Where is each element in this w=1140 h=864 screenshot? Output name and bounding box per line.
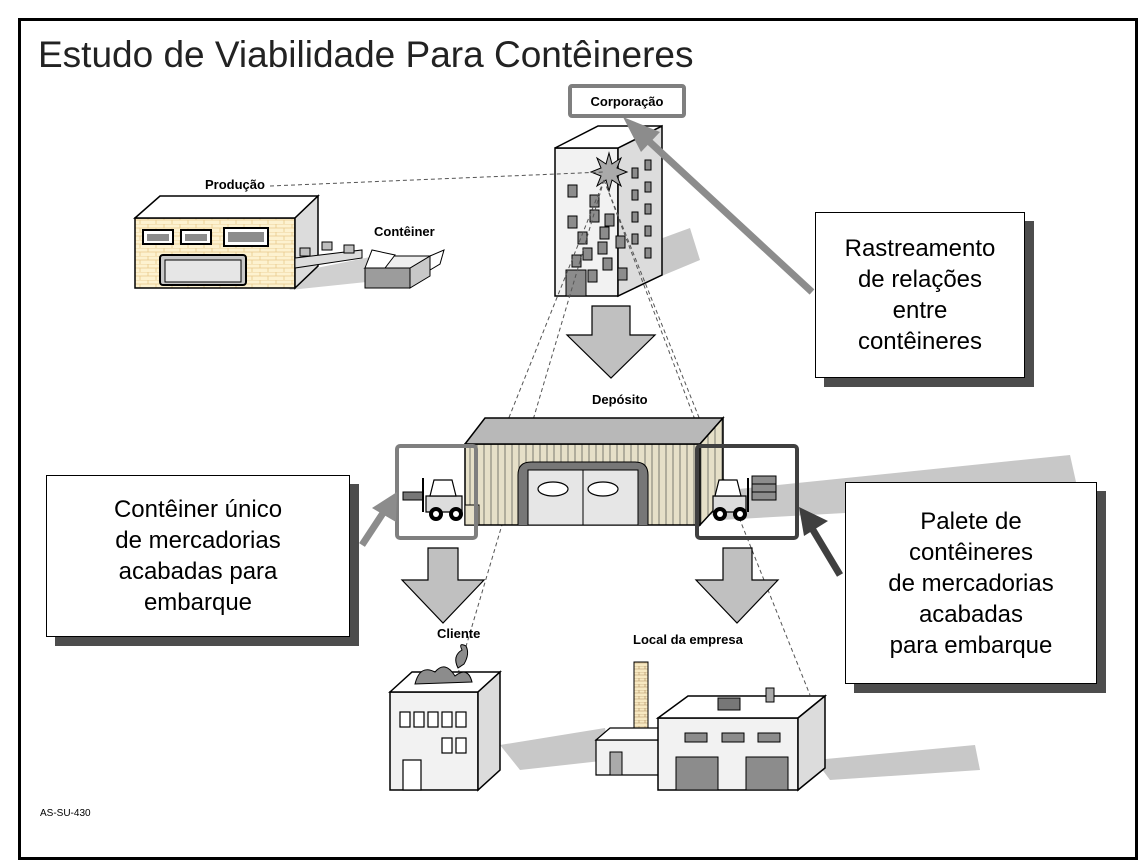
pointer-arrow-icon xyxy=(799,507,844,577)
flow-arrow-down-icon xyxy=(694,547,780,624)
warehouse-icon xyxy=(463,416,725,527)
container-label: Contêiner xyxy=(374,224,435,239)
single-container-callout-text: Contêiner único de mercadorias acabadas … xyxy=(113,496,283,616)
client-label: Cliente xyxy=(437,626,481,641)
forklift-pallet-icon xyxy=(712,475,777,521)
corporation-label-text: Corporação xyxy=(590,93,664,109)
tracking-callout-text: Rastreamento de relações entre contêiner… xyxy=(844,235,996,355)
pointer-arrow-icon xyxy=(359,492,397,547)
flow-arrow-down-icon xyxy=(565,305,657,379)
warehouse-label: Depósito xyxy=(592,392,648,407)
client-building-icon xyxy=(388,644,502,792)
pallet-highlight xyxy=(695,444,799,540)
tracking-callout: Rastreamento de relações entre contêiner… xyxy=(815,212,1025,378)
flow-arrow-down-icon xyxy=(400,547,486,624)
company-site-label: Local da empresa xyxy=(633,632,743,647)
slide-code: AS-SU-430 xyxy=(40,808,91,819)
company-site-icon xyxy=(594,661,828,792)
page-title: Estudo de Viabilidade Para Contêineres xyxy=(38,34,694,75)
corporation-label: Corporação xyxy=(568,84,686,118)
production-label: Produção xyxy=(205,177,265,192)
pallet-callout-text: Palete de contêineres de mercadorias aca… xyxy=(888,507,1054,659)
client-shadow xyxy=(500,728,610,770)
production-factory-icon xyxy=(133,194,445,290)
pointer-arrow-icon xyxy=(623,117,815,295)
single-container-callout: Contêiner único de mercadorias acabadas … xyxy=(46,475,350,637)
pallet-callout: Palete de contêineres de mercadorias aca… xyxy=(845,482,1097,684)
forklift-icon xyxy=(402,478,463,521)
company-site-shadow xyxy=(815,745,980,780)
